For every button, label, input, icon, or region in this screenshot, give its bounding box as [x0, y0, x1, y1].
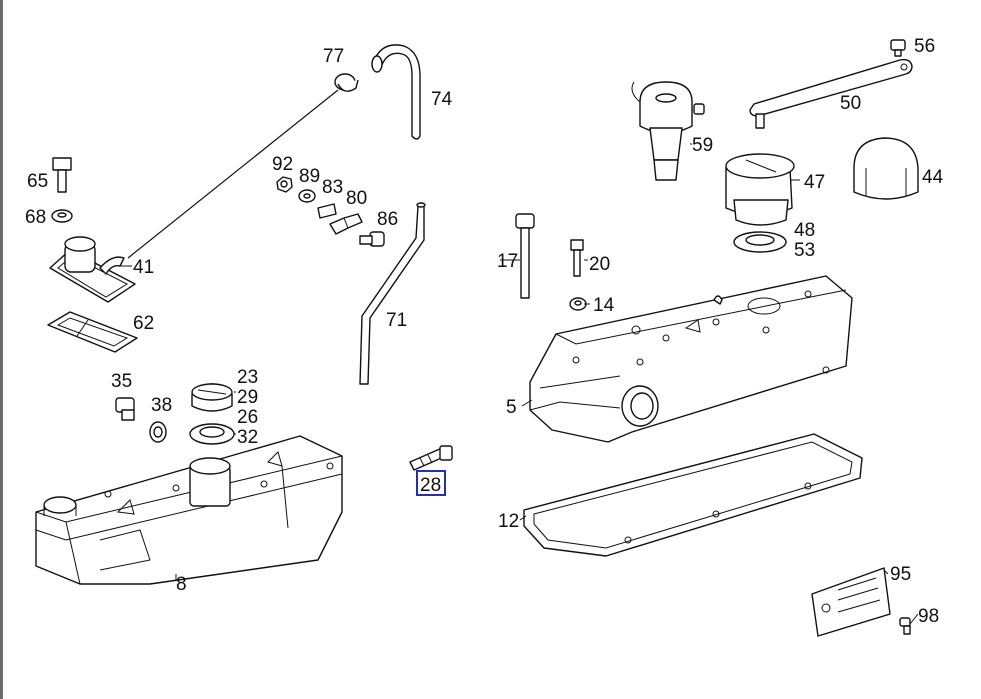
callout-89[interactable]: 89 — [299, 166, 320, 187]
part-59-breather-valve[interactable] — [631, 81, 705, 181]
leader-77-41 — [127, 89, 339, 259]
callout-44[interactable]: 44 — [922, 167, 944, 188]
callout-56[interactable]: 56 — [914, 36, 935, 57]
part-89-washer[interactable] — [298, 189, 316, 203]
part-92-nut[interactable] — [276, 176, 293, 193]
part-38-ring[interactable] — [149, 421, 167, 443]
part-8-valve-cover[interactable] — [35, 435, 343, 585]
leader-lines — [120, 143, 919, 625]
part-68-washer[interactable] — [51, 209, 73, 223]
part-65-bolt[interactable] — [52, 157, 72, 193]
part-80-bracket[interactable] — [329, 213, 363, 235]
part-35-plug[interactable] — [115, 397, 135, 421]
callout-35[interactable]: 35 — [111, 371, 132, 392]
callout-77[interactable]: 77 — [323, 46, 344, 67]
callout-8[interactable]: 8 — [176, 574, 187, 595]
part-74-hose[interactable] — [371, 44, 421, 140]
callout-80[interactable]: 80 — [346, 188, 367, 209]
part-23-filler-cap[interactable] — [191, 383, 233, 412]
callout-labels: 77 74 65 68 41 62 92 89 83 80 86 71 35 3… — [25, 36, 944, 627]
callout-28[interactable]: 28 — [420, 475, 441, 496]
part-41-breather-housing[interactable] — [49, 236, 136, 303]
part-98-screw[interactable] — [899, 617, 911, 635]
part-12-gasket[interactable] — [523, 433, 863, 557]
callout-95[interactable]: 95 — [890, 564, 911, 585]
callout-68[interactable]: 68 — [25, 207, 46, 228]
part-47-oil-filler[interactable] — [725, 153, 795, 226]
callout-41[interactable]: 41 — [133, 257, 154, 278]
callout-20[interactable]: 20 — [589, 254, 610, 275]
part-44-cap[interactable] — [853, 137, 919, 200]
callout-12[interactable]: 12 — [498, 511, 519, 532]
part-71-tube[interactable] — [359, 202, 426, 385]
part-62-gasket[interactable] — [47, 311, 138, 353]
callout-17[interactable]: 17 — [497, 251, 518, 272]
part-50-bracket-rod[interactable] — [749, 58, 913, 129]
callout-29[interactable]: 29 — [237, 387, 258, 408]
callout-92[interactable]: 92 — [272, 154, 293, 175]
callout-74[interactable]: 74 — [431, 89, 453, 110]
callout-83[interactable]: 83 — [322, 177, 343, 198]
part-77-clamp[interactable] — [334, 73, 359, 92]
part-86-screw[interactable] — [359, 231, 385, 247]
callout-98[interactable]: 98 — [918, 606, 939, 627]
callout-65[interactable]: 65 — [27, 171, 48, 192]
callout-48[interactable]: 48 — [794, 220, 815, 241]
callout-86[interactable]: 86 — [377, 209, 398, 230]
part-48-seal-ring[interactable] — [733, 231, 787, 253]
part-17-bolt[interactable] — [515, 213, 535, 299]
callout-26[interactable]: 26 — [237, 407, 258, 428]
part-20-stud[interactable] — [570, 239, 584, 277]
callout-23[interactable]: 23 — [237, 367, 258, 388]
part-95-plate[interactable] — [811, 567, 891, 637]
callout-62[interactable]: 62 — [133, 313, 154, 334]
callout-14[interactable]: 14 — [593, 295, 615, 316]
callout-59[interactable]: 59 — [692, 135, 713, 156]
part-28-fitting[interactable] — [409, 445, 453, 471]
callout-47[interactable]: 47 — [804, 172, 825, 193]
callout-38[interactable]: 38 — [151, 395, 172, 416]
callout-32[interactable]: 32 — [237, 427, 258, 448]
part-83-clip[interactable] — [317, 203, 337, 219]
part-14-washer[interactable] — [569, 297, 587, 311]
part-26-seal[interactable] — [189, 423, 235, 445]
part-5-cylinder-head-cover[interactable] — [529, 275, 853, 443]
callout-53[interactable]: 53 — [794, 240, 815, 261]
callout-5[interactable]: 5 — [506, 397, 517, 418]
callout-50[interactable]: 50 — [840, 93, 861, 114]
left-frame-border — [0, 0, 3, 699]
highlight-box-28[interactable] — [416, 470, 446, 496]
callout-71[interactable]: 71 — [386, 310, 407, 331]
part-56-cap[interactable] — [890, 39, 906, 57]
